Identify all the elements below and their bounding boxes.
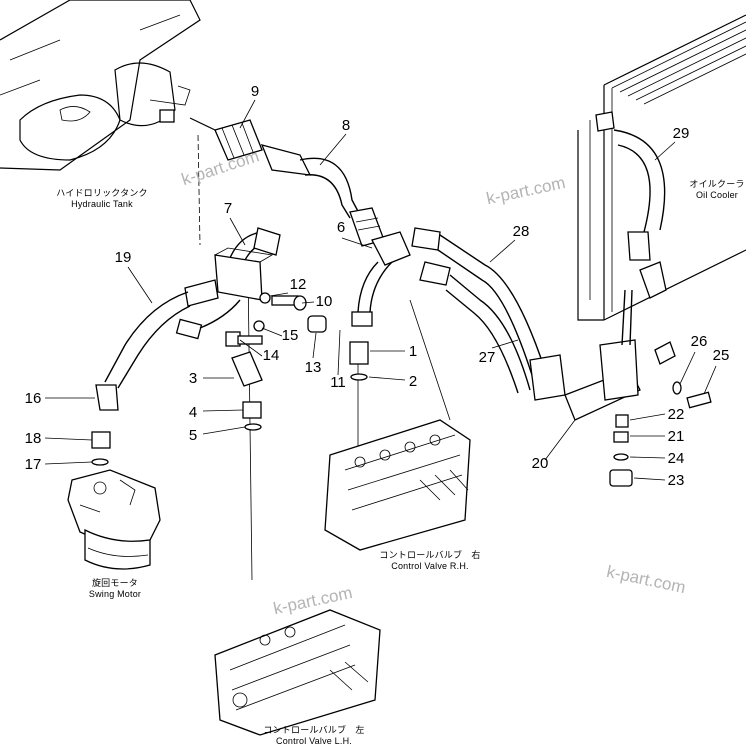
hoses-27-28: [411, 227, 566, 401]
small-parts: [175, 292, 327, 347]
watermark-text: k-part.com: [605, 562, 687, 597]
callout-17: 17: [25, 456, 42, 473]
callouts: 9 8 29 7 28 6 19 12 10 15 14 13 1 27 26 …: [25, 83, 730, 489]
callout-15: 15: [282, 327, 299, 344]
callout-18: 18: [25, 430, 42, 447]
callout-26: 26: [691, 333, 708, 350]
callout-leaders: [44, 99, 717, 481]
hydraulic-tank-label-en: Hydraulic Tank: [71, 199, 133, 209]
hydraulic-tank: [0, 0, 201, 171]
watermark-text: k-part.com: [485, 173, 567, 208]
watermark-text: k-part.com: [272, 583, 354, 618]
callout-3: 3: [189, 370, 197, 387]
callout-11: 11: [330, 374, 346, 391]
elbow-3-stack: [231, 351, 263, 431]
control-valve-lh-label-en: Control Valve L.H.: [276, 736, 352, 746]
callout-13: 13: [305, 359, 322, 376]
control-valve-rh-label-jp: コントロールバルブ 右: [379, 549, 480, 560]
hose-19: [95, 279, 219, 411]
callout-22: 22: [668, 406, 685, 423]
callout-14: 14: [263, 347, 280, 364]
callout-19: 19: [115, 249, 132, 266]
control-valve-rh: [324, 419, 471, 551]
hose-8: [260, 144, 385, 247]
control-valve-rh-label-en: Control Valve R.H.: [391, 561, 468, 571]
block-7: [214, 227, 281, 301]
callout-27: 27: [479, 349, 496, 366]
swing-motor: [67, 469, 161, 570]
watermark-text: k-part.com: [179, 146, 261, 189]
callout-10: 10: [316, 293, 333, 310]
callout-25: 25: [713, 347, 730, 364]
callout-28: 28: [513, 223, 530, 240]
callout-8: 8: [342, 117, 350, 134]
callout-7: 7: [224, 200, 232, 217]
callout-16: 16: [25, 390, 42, 407]
oil-cooler-label-en: Oil Cooler: [696, 190, 738, 200]
callout-5: 5: [189, 427, 197, 444]
control-valve-lh: [214, 609, 381, 736]
block-20: [564, 289, 712, 487]
callout-12: 12: [290, 276, 307, 293]
elbow-6: [349, 231, 411, 381]
hose-29: [595, 111, 666, 261]
callout-23: 23: [668, 472, 685, 489]
control-valve-lh-label-jp: コントロールバルブ 左: [263, 724, 364, 735]
callout-9: 9: [251, 83, 259, 100]
oil-cooler-label-jp: オイルクーラ: [689, 179, 744, 189]
hose-fitting-9: [189, 117, 263, 161]
callout-1: 1: [409, 343, 417, 360]
callout-4: 4: [189, 404, 197, 421]
callout-2: 2: [409, 373, 417, 390]
callout-6: 6: [337, 219, 345, 236]
callout-29: 29: [673, 125, 690, 142]
callout-20: 20: [532, 455, 549, 472]
swing-motor-label-en: Swing Motor: [89, 589, 141, 599]
hydraulic-tank-label-jp: ハイドロリックタンク: [56, 188, 147, 198]
callout-24: 24: [668, 450, 685, 467]
callout-21: 21: [668, 428, 685, 445]
fitting-16-18: [91, 431, 111, 466]
swing-motor-label-jp: 旋回モータ: [92, 577, 138, 588]
